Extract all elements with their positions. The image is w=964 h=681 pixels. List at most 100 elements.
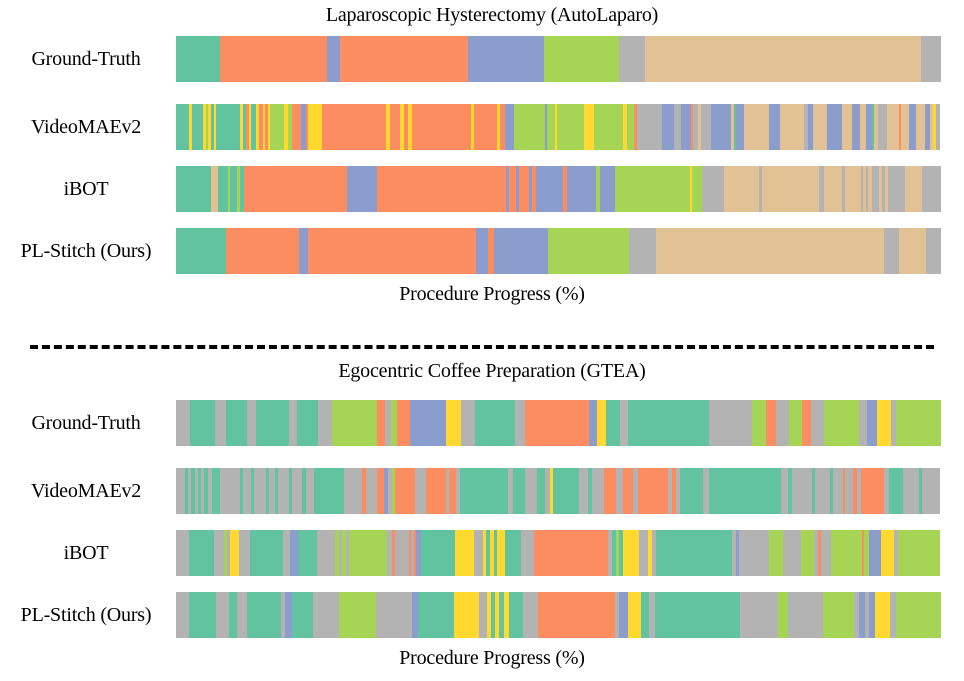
segment [701, 166, 725, 212]
segment [889, 468, 904, 515]
row-autolaparo-videomaev2: VideoMAEv2 [0, 104, 964, 150]
segment [905, 166, 923, 212]
segment [212, 468, 220, 515]
segment [903, 468, 920, 515]
segment [415, 468, 427, 515]
segment [507, 468, 513, 515]
segment [578, 468, 589, 515]
segment [595, 166, 600, 212]
segment [332, 400, 378, 447]
segment [195, 468, 198, 515]
segment [470, 104, 475, 150]
segment [813, 104, 827, 150]
segment [898, 104, 902, 150]
segment [377, 166, 507, 212]
segment [270, 104, 285, 150]
segment [599, 166, 616, 212]
segment [812, 468, 816, 515]
segment [628, 228, 656, 274]
segment [859, 592, 866, 639]
segment [245, 104, 249, 150]
segment [454, 592, 479, 639]
segment [281, 592, 286, 639]
segment [703, 468, 710, 515]
segment [869, 592, 876, 639]
segment [413, 530, 417, 577]
segment [929, 104, 934, 150]
segment [518, 166, 529, 212]
segment [504, 592, 510, 639]
segment [608, 530, 612, 577]
segment [460, 400, 475, 447]
segment [474, 400, 515, 447]
segment [864, 530, 869, 577]
segment [697, 104, 702, 150]
segment [618, 36, 645, 82]
segment [365, 468, 378, 515]
segment [615, 530, 619, 577]
segment [708, 400, 752, 447]
row-label-pl-stitch: PL-Stitch (Ours) [20, 604, 152, 627]
segment [300, 104, 306, 150]
segment [841, 104, 853, 150]
segment [655, 530, 733, 577]
segment [823, 400, 860, 447]
segment [400, 104, 404, 150]
segment [680, 104, 691, 150]
segmentation-bar-pl-stitch [176, 592, 941, 639]
segment [865, 592, 870, 639]
segment [456, 468, 461, 515]
segment [843, 468, 846, 515]
segment [644, 36, 922, 82]
segment [813, 530, 818, 577]
row-gtea-pl-stitch: PL-Stitch (Ours) [0, 592, 964, 639]
segment [788, 592, 823, 639]
segment [318, 400, 333, 447]
segment [924, 104, 930, 150]
segment [622, 468, 633, 515]
segment [543, 36, 619, 82]
segment [778, 592, 789, 639]
segment [347, 166, 378, 212]
segment [898, 530, 941, 577]
segment [478, 592, 487, 639]
segment [730, 104, 734, 150]
segment [397, 400, 411, 447]
segment [391, 530, 395, 577]
segment [733, 104, 736, 150]
segment [176, 592, 190, 639]
segment [403, 104, 408, 150]
segment [292, 468, 302, 515]
segment [491, 592, 496, 639]
segment [201, 468, 204, 515]
segment [922, 166, 941, 212]
segment [420, 530, 455, 577]
segment [626, 104, 635, 150]
segment [651, 530, 656, 577]
segment [243, 166, 348, 212]
segment [674, 104, 681, 150]
segment [307, 104, 322, 150]
segment [445, 400, 461, 447]
segment [655, 228, 884, 274]
segment [859, 104, 867, 150]
axis-label-gtea: Procedure Progress (%) [399, 647, 585, 670]
segment [505, 104, 514, 150]
segment [889, 592, 896, 639]
segment [495, 592, 500, 639]
segment [536, 468, 545, 515]
segment [866, 400, 878, 447]
segment [880, 530, 894, 577]
segment [301, 468, 306, 515]
segment [211, 166, 218, 212]
segment [242, 104, 246, 150]
segment [512, 468, 525, 515]
segment [896, 400, 941, 447]
segment [935, 104, 941, 150]
segment [807, 104, 814, 150]
segment [871, 104, 874, 150]
segmentation-bar-ground-truth [176, 36, 941, 82]
segment [197, 468, 202, 515]
segment [584, 104, 595, 150]
segment [783, 530, 801, 577]
